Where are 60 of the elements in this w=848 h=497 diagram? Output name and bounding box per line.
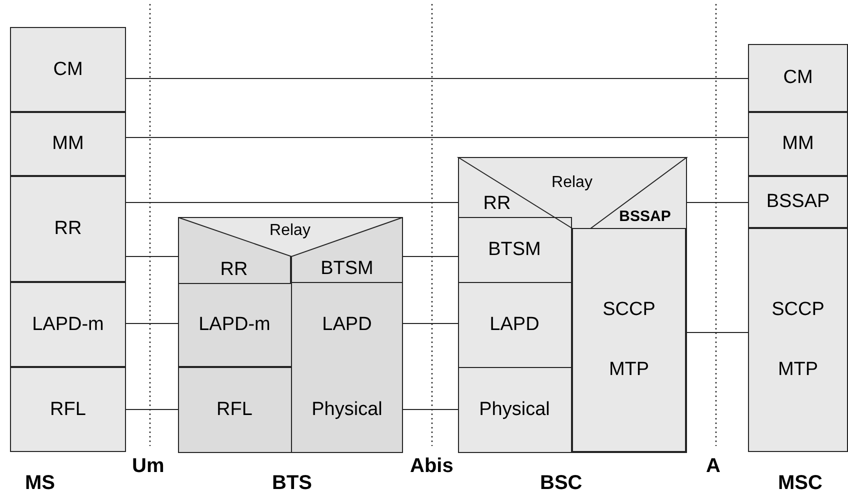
layer-label: SCCP [772,299,824,321]
entity-label: Um [132,455,164,478]
layer-label: CM [783,67,813,89]
layer-label: Physical [479,399,550,421]
layer-label: MM [782,133,814,155]
layer-box [10,367,126,452]
layer-label: MM [52,133,84,155]
connector-line [402,409,458,410]
entity-label: A [706,455,720,478]
layer-label: CM [53,58,83,80]
layer-box [748,228,848,452]
layer-label: LAPD-m [198,314,270,336]
layer-box [748,112,848,176]
entity-label: MS [25,472,55,495]
layer-label: Relay [552,174,592,192]
layer-label: RR [220,258,248,280]
layer-box [458,367,572,452]
layer-label: BSSAP [766,191,830,213]
layer-label: Relay [270,222,310,240]
entity-label: Abis [410,455,454,478]
layer-label: RR [54,218,82,240]
layer-label: LAPD-m [32,314,104,336]
connector-line [686,332,748,333]
layer-label: SCCP [602,299,656,321]
layer-box [10,282,126,367]
relay-area [178,217,402,256]
connector-line [126,256,178,257]
entity-label: BTS [272,472,312,495]
layer-box [458,282,572,367]
layer-label: BTSM [320,258,374,280]
connector-line [126,78,748,79]
layer-box [178,283,291,367]
layer-box [10,176,126,282]
layer-label: RFL [50,398,86,420]
layer-box [748,176,848,228]
layer-box [10,27,126,112]
layer-label: Physical [312,398,382,420]
connector-line [402,256,458,257]
relay-area [458,157,686,228]
layer-label: RFL [216,399,252,421]
connector-line [126,323,178,324]
layer-box [10,112,126,176]
entity-label: BSC [540,472,582,495]
connector-line [686,202,748,203]
layer-label: BSSAP [619,208,671,225]
layer-label: LAPD [322,314,372,336]
connector-line [402,323,458,324]
layer-label: RR [483,192,511,214]
layer-label: MTP [778,359,818,381]
connector-line [126,137,748,138]
layer-box [458,217,572,282]
layer-label: LAPD [490,314,540,336]
connector-line [126,409,178,410]
layer-box [291,256,402,283]
layer-box [748,44,848,112]
layer-label: BTSM [488,239,541,261]
entity-label: MSC [778,472,822,495]
layer-label: MTP [608,359,650,381]
layer-box [572,228,686,452]
connector-line [126,202,458,203]
